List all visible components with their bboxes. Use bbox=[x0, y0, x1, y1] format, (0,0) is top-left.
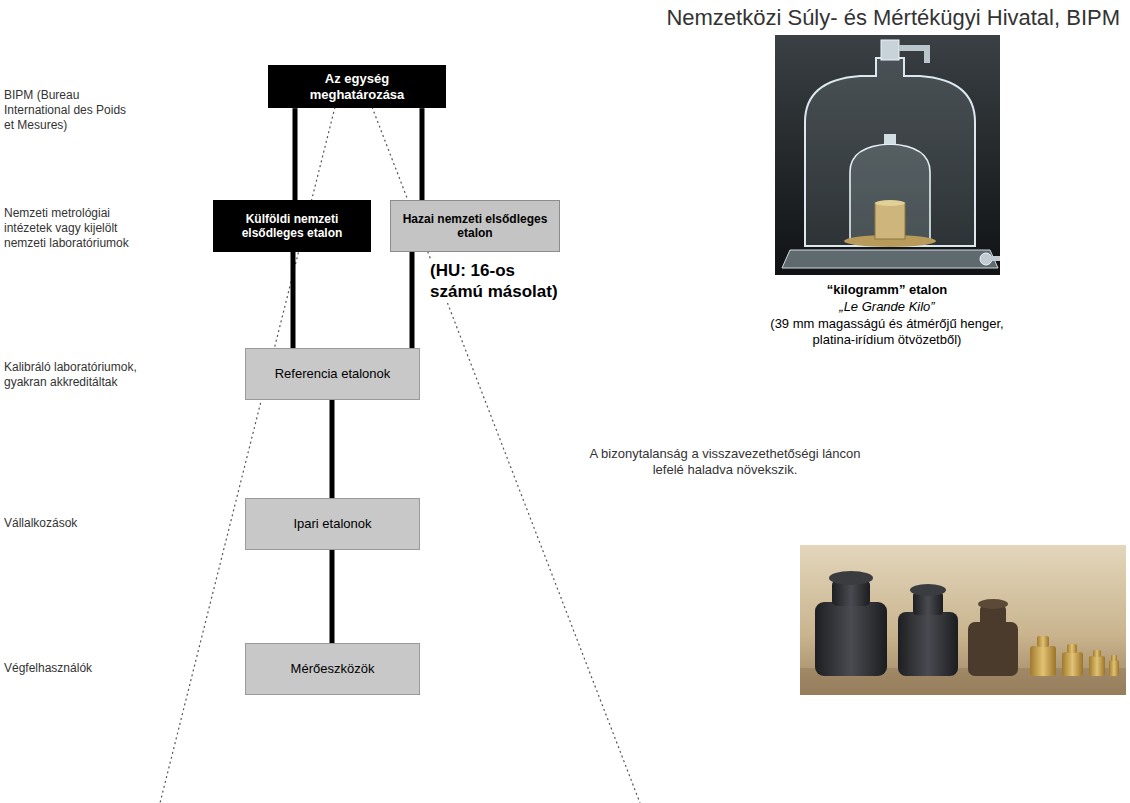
connector-line bbox=[330, 400, 335, 498]
photo-caption: (39 mm magasságú és átmérőjű henger, pla… bbox=[752, 316, 1022, 349]
box-label: Hazai nemzeti elsődleges etalon bbox=[398, 212, 552, 241]
level-label: BIPM (Bureau International des Poids et … bbox=[4, 88, 129, 133]
level-label: Végfelhasználók bbox=[4, 661, 154, 676]
process-box: Hazai nemzeti elsődleges etalon bbox=[390, 200, 560, 252]
box-label: Az egység meghatározása bbox=[276, 71, 438, 102]
box-label: Referencia etalonok bbox=[275, 366, 391, 382]
process-box: Az egység meghatározása bbox=[268, 65, 446, 108]
level-label: Vállalkozások bbox=[4, 516, 154, 531]
kilogram-photo bbox=[775, 35, 1000, 275]
connector-line bbox=[420, 108, 425, 200]
page-title: Nemzetközi Súly- és Mértékügyi Hivatal, … bbox=[666, 4, 1120, 32]
level-label: Kalibráló laboratóriumok, gyakran akkred… bbox=[4, 360, 154, 390]
connector-line bbox=[410, 252, 415, 348]
box-label: Mérőeszközök bbox=[291, 661, 375, 677]
level-label: Nemzeti metrológiai intézetek vagy kijel… bbox=[4, 206, 154, 251]
copy-note: (HU: 16-os számú másolat) bbox=[430, 260, 570, 303]
box-label: Ipari etalonok bbox=[293, 516, 371, 532]
connector-line bbox=[293, 108, 298, 200]
connector-line bbox=[330, 550, 335, 643]
photo-caption: “kilogramm” etalon bbox=[752, 282, 1022, 298]
process-box: Mérőeszközök bbox=[245, 643, 420, 695]
photo-caption: „Le Grande Kilo” bbox=[752, 299, 1022, 315]
weights-photo bbox=[800, 545, 1126, 695]
connector-line bbox=[291, 252, 296, 348]
process-box: Külföldi nemzeti elsődleges etalon bbox=[213, 200, 371, 252]
uncertainty-note: A bizonytalanság a visszavezethetőségi l… bbox=[585, 446, 865, 479]
process-box: Ipari etalonok bbox=[245, 498, 420, 550]
process-box: Referencia etalonok bbox=[245, 348, 420, 400]
box-label: Külföldi nemzeti elsődleges etalon bbox=[221, 212, 363, 241]
